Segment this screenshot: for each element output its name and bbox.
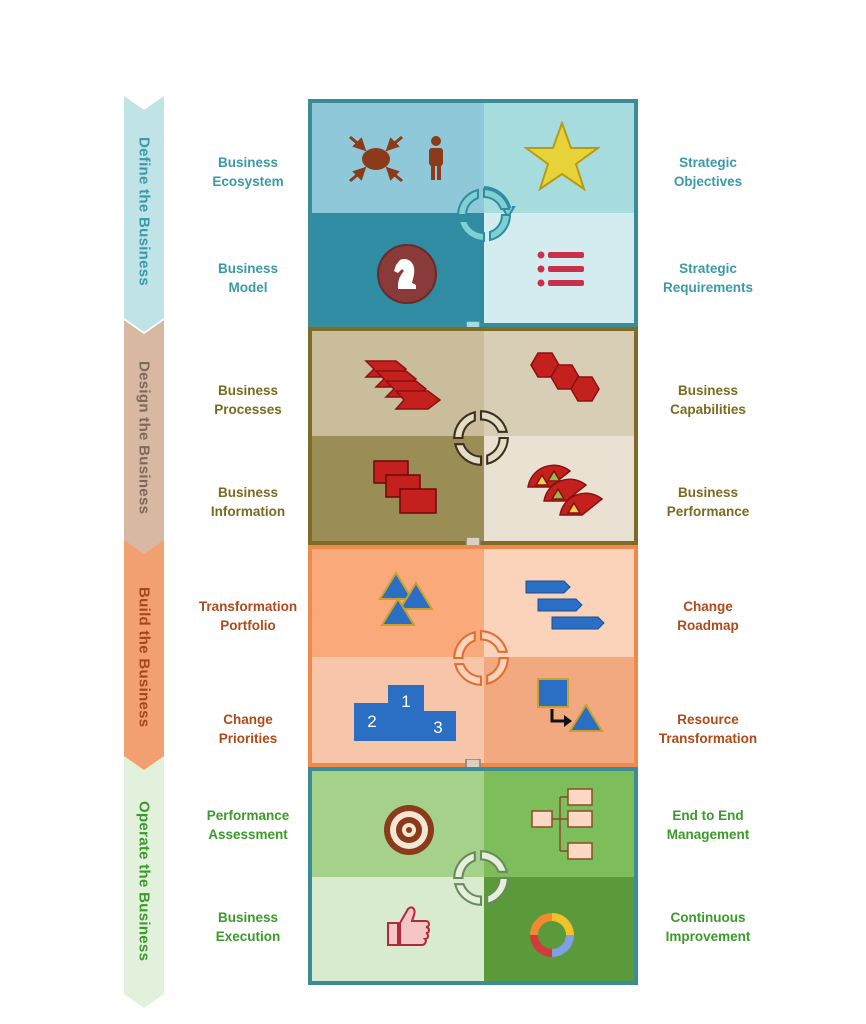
- cell-continuous-improvement: [484, 877, 634, 981]
- cycle-icon-define: [456, 186, 516, 243]
- stacked-cards-icon: [373, 460, 437, 514]
- cell-end-to-end-management: [484, 771, 634, 877]
- lifecycle-grid: 1 2 3: [308, 99, 638, 985]
- hexagons-icon: [530, 352, 600, 402]
- triangles-icon: [378, 571, 434, 626]
- hub-people-icon: [349, 135, 443, 183]
- phase-arrow-build: [124, 540, 164, 772]
- target-icon: [384, 805, 434, 855]
- panel-build: 1 2 3: [308, 545, 638, 767]
- chess-knight-icon: [377, 244, 437, 304]
- panel-operate: [308, 767, 638, 985]
- phase-title-define: Define the Business: [135, 137, 153, 287]
- phase-title-design: Design the Business: [135, 361, 153, 515]
- pie-segments-icon: [527, 464, 604, 516]
- process-chevrons-icon: [364, 360, 442, 410]
- podium-second-place: 2: [367, 712, 376, 731]
- cycle-icon-build: [453, 630, 509, 686]
- list-icon: [537, 251, 584, 287]
- panel-design: [308, 327, 638, 545]
- cell-business-ecosystem: [312, 103, 484, 213]
- cell-resource-transformation: [484, 657, 634, 763]
- cycle-colors-icon: [530, 913, 574, 957]
- cycle-icon-operate: [453, 850, 509, 906]
- square-to-triangle-icon: [537, 678, 604, 732]
- podium-first-place: 1: [401, 692, 410, 711]
- phase-arrow-design: [124, 320, 164, 556]
- roadmap-bars-icon: [525, 580, 605, 630]
- star-icon: [524, 121, 600, 191]
- podium-icon: 1 2 3: [354, 685, 456, 741]
- org-chart-icon: [531, 788, 593, 860]
- phase-arrow-define: [124, 96, 164, 332]
- phase-title-build: Build the Business: [135, 586, 153, 728]
- thumbs-up-icon: [387, 906, 430, 946]
- phase-title-operate: Operate the Business: [135, 800, 153, 962]
- podium-third-place: 3: [433, 718, 442, 737]
- cycle-icon-design: [453, 410, 509, 466]
- phase-arrow-operate: [124, 756, 164, 1008]
- panel-define: [308, 99, 638, 327]
